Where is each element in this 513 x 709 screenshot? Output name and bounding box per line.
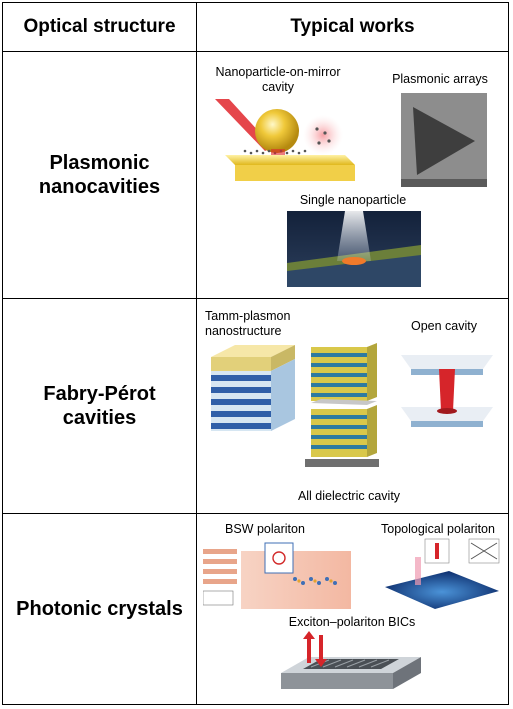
caption-plasmonic-arrays: Plasmonic arrays: [392, 72, 488, 86]
topological-polariton-image: [385, 538, 500, 609]
plasmonic-arrays-image: [401, 93, 487, 187]
row-label-plasmonic: Plasmonic nanocavities: [3, 52, 196, 298]
row-label-plasmonic-line2: nanocavities: [38, 176, 161, 198]
single-nanoparticle-image: [287, 211, 421, 287]
column-divider: [196, 3, 197, 704]
header-typical-works: Typical works: [290, 16, 415, 37]
caption-npom: Nanoparticle-on-mirror cavity: [203, 65, 353, 95]
tamm-plasmon-image: [211, 345, 295, 431]
caption-open-cavity: Open cavity: [410, 319, 477, 333]
caption-tamm-line2: nanostructure: [205, 324, 282, 338]
caption-topological-polariton: Topological polariton: [381, 522, 495, 536]
caption-single-nanoparticle: Single nanoparticle: [299, 193, 407, 207]
row-label-plasmonic-line1: Plasmonic: [49, 152, 150, 174]
row-label-fabry-perot: Fabry-Pérot cavities: [3, 299, 196, 513]
exciton-polariton-bics-image: [281, 631, 421, 689]
caption-all-dielectric: All dielectric cavity: [297, 489, 401, 503]
bsw-polariton-image: [203, 542, 351, 609]
npom-cavity-image: [215, 99, 355, 181]
row-label-fp-line1: Fabry-Pérot: [43, 383, 156, 405]
caption-npom-line2: cavity: [262, 80, 294, 94]
header-divider: [3, 51, 508, 52]
row-label-photonic-crystals: Photonic crystals: [3, 514, 196, 704]
open-cavity-image: [401, 355, 493, 427]
caption-tamm-plasmon: Tamm-plasmon nanostructure: [205, 309, 290, 339]
header-optical-structure: Optical structure: [23, 16, 176, 37]
comparison-table: Optical structure Typical works Plasmoni…: [2, 2, 509, 705]
caption-bsw-polariton: BSW polariton: [225, 522, 305, 536]
row-label-fp-line2: cavities: [62, 407, 137, 429]
row-divider-2: [3, 513, 508, 514]
row-label-pc-line1: Photonic crystals: [16, 598, 183, 620]
caption-npom-line1: Nanoparticle-on-mirror: [215, 65, 341, 79]
all-dielectric-cavity-image: [305, 343, 379, 467]
row-divider-1: [3, 298, 508, 299]
caption-exciton-polariton-bics: Exciton–polariton BICs: [288, 615, 416, 629]
caption-tamm-line1: Tamm-plasmon: [205, 309, 291, 323]
